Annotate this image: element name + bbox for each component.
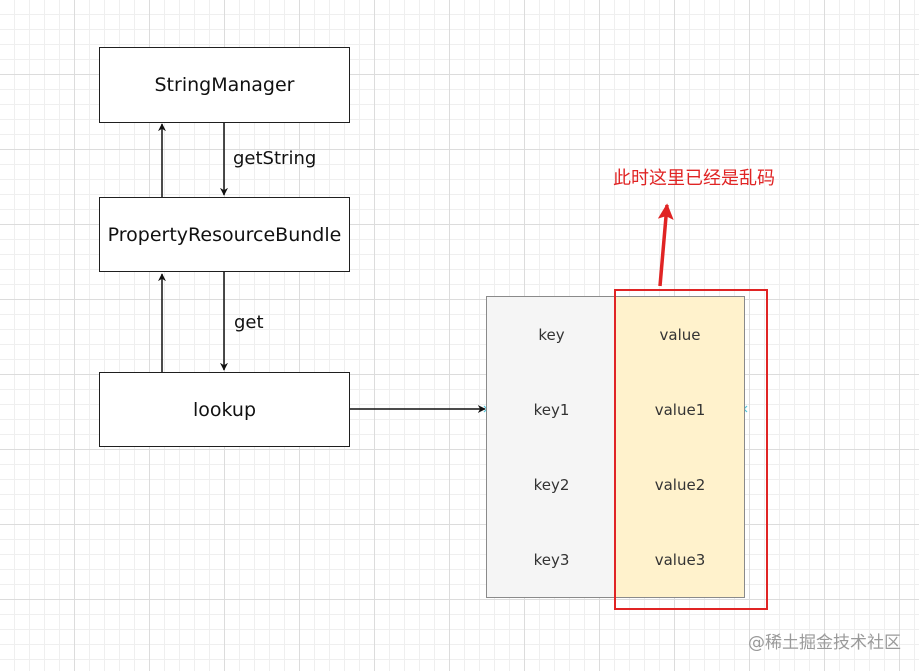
edge-label-get-string: getString [233, 148, 317, 169]
key-cell: key [538, 325, 565, 344]
node-lookup-label: lookup [192, 398, 257, 421]
value-cell: value3 [654, 550, 706, 569]
node-string-manager-label: StringManager [154, 74, 295, 96]
watermark: @稀土掘金技术社区 [748, 633, 901, 653]
key-cell: key3 [533, 550, 570, 569]
key-cell: key1 [533, 400, 570, 419]
annotation-text: 此时这里已经是乱码 [613, 168, 775, 189]
value-cell: value [659, 325, 701, 344]
value-column: value value1 value2 value3 [616, 297, 744, 597]
value-cell: value2 [654, 475, 706, 494]
key-cell: key2 [533, 475, 570, 494]
node-lookup[interactable]: lookup [99, 372, 350, 447]
node-property-resource-bundle[interactable]: PropertyResourceBundle [99, 197, 350, 272]
edge-label-get: get [234, 312, 264, 333]
key-column: key key1 key2 key3 [487, 297, 616, 597]
node-property-resource-bundle-label: PropertyResourceBundle [107, 223, 342, 246]
node-string-manager[interactable]: StringManager [99, 47, 350, 123]
key-value-table[interactable]: key key1 key2 key3 value value1 value2 v… [486, 296, 745, 598]
value-cell: value1 [654, 400, 706, 419]
annotation-arrow [657, 203, 674, 287]
value-column-highlight [614, 289, 768, 610]
